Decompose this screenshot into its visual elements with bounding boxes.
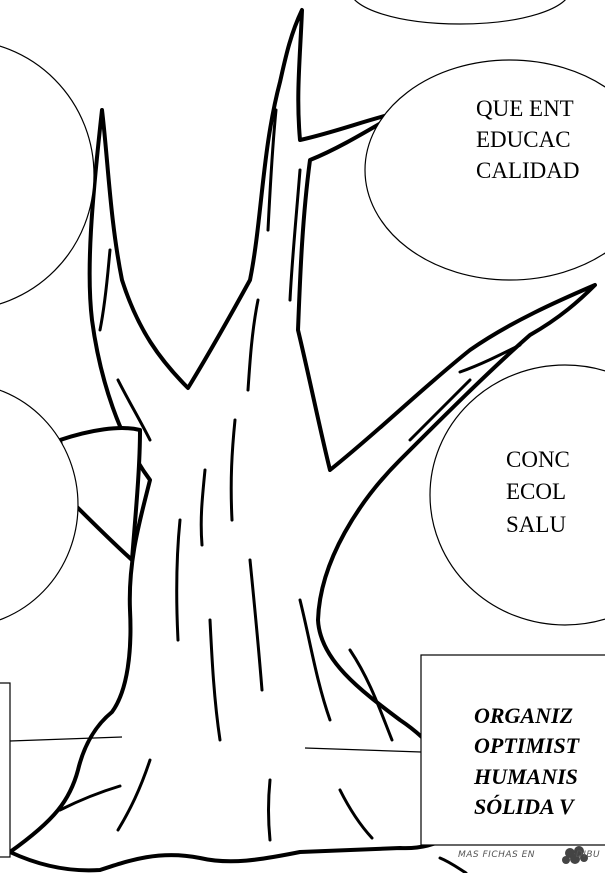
bubble-top-right-line-2: EDUCAC xyxy=(476,125,571,155)
bubble-top-left xyxy=(0,40,94,310)
tree-root-tail xyxy=(440,858,466,873)
footer-credit: MAS FICHAS EN DIBU xyxy=(458,850,600,860)
box-right-line-4: SÓLIDA V xyxy=(474,792,574,821)
bubble-middle-right-line-1: CONC xyxy=(506,445,570,475)
footer-text-left: MAS FICHAS EN xyxy=(458,850,535,860)
bubble-middle-right-line-3: SALU xyxy=(506,510,566,540)
bubble-middle-left xyxy=(0,383,78,627)
box-right-line-3: HUMANIS xyxy=(474,762,578,791)
footer-text-right: DIBU xyxy=(576,850,600,860)
box-left xyxy=(0,683,10,857)
bubble-top-right-line-3: CALIDAD xyxy=(476,156,580,186)
bubble-top-right-line-1: QUE ENT xyxy=(476,94,574,124)
box-right-line-2: OPTIMIST xyxy=(474,731,579,760)
bubble-top xyxy=(350,0,570,24)
bubble-middle-right-line-2: ECOL xyxy=(506,477,566,507)
box-right-line-1: ORGANIZ xyxy=(474,701,573,730)
